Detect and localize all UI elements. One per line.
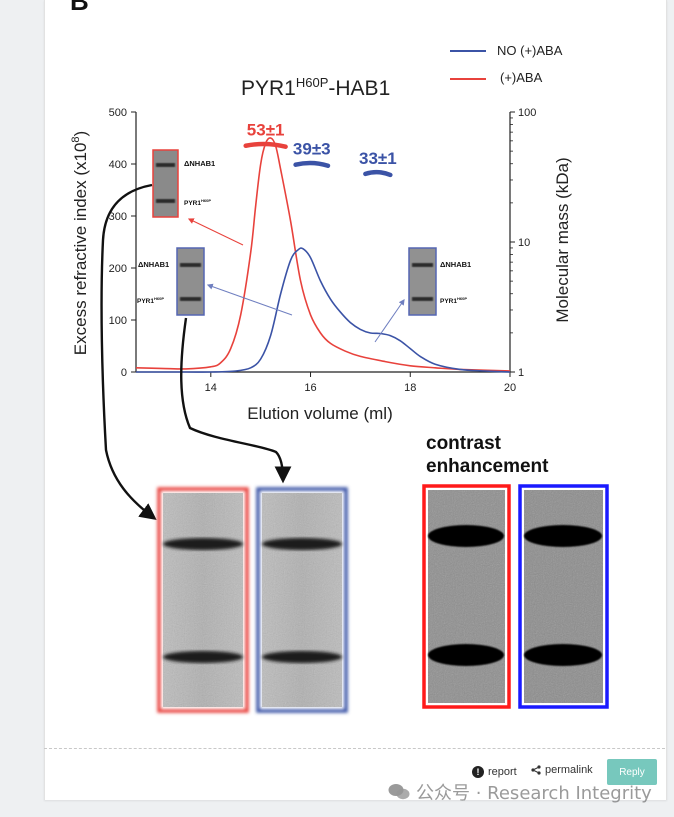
series-line-no-aba: [136, 247, 511, 373]
y-left-tick-label: 0: [121, 367, 127, 379]
callout-arrow-blue: [180, 317, 292, 484]
mass-label-3: 33±1: [359, 149, 397, 168]
inset-red-band-bottom: PYR1H60P: [184, 198, 211, 207]
inset-blue-right-band-bottom: PYR1H60P: [440, 296, 467, 305]
mass-label-1: 53±1: [247, 121, 285, 140]
contrast-label-line2: enhancement: [426, 456, 549, 477]
y-left-tick-label: 400: [109, 159, 127, 171]
series-line-aba: [135, 137, 511, 372]
y-left-tick-label: 300: [109, 211, 127, 223]
x-tick-label: 18: [404, 382, 416, 394]
report-link[interactable]: ! report: [472, 766, 517, 778]
wechat-icon: [388, 784, 410, 800]
mass-annotations: 53±1 39±3 33±1: [243, 121, 397, 178]
permalink-link[interactable]: permalink: [531, 764, 593, 776]
contrast-gel-blue: [518, 484, 609, 709]
y-right-tick-label: 1: [518, 367, 524, 379]
y-left-tick-label: 200: [109, 263, 127, 275]
permalink-label: permalink: [545, 764, 593, 776]
inset-gel-red: [152, 149, 179, 218]
contrast-gel-red: [422, 484, 511, 709]
pointer-arrow-red: [187, 218, 244, 246]
reply-button[interactable]: Reply: [607, 759, 657, 785]
pointer-arrow-blue-left: [206, 283, 293, 316]
watermark: 公众号 · Research Integrity: [388, 779, 652, 805]
comment-footer: ! report permalink Reply: [44, 752, 665, 800]
footer-divider: [44, 748, 665, 749]
panel-letter: B: [70, 0, 89, 16]
report-label: report: [488, 766, 517, 778]
mass-label-2: 39±3: [293, 140, 331, 159]
y-left-tick-label: 100: [109, 315, 127, 327]
mass-mark-3: [363, 169, 393, 178]
y-axis-left-label: Excess refractive index (x108): [70, 131, 90, 355]
inset-red-band-top: ΔNHAB1: [184, 159, 215, 168]
pointer-arrow-blue-right: [374, 299, 405, 343]
watermark-text: 公众号 · Research Integrity: [416, 783, 652, 804]
inset-blue-right-band-top: ΔNHAB1: [440, 260, 471, 269]
y-right-tick-label: 100: [518, 107, 536, 119]
x-tick-label: 20: [504, 382, 516, 394]
x-tick-label: 16: [304, 382, 316, 394]
legend: NO (+)ABA (+)ABA: [450, 43, 563, 85]
callout-arrow-red: [100, 183, 157, 521]
inset-gel-blue-right: [408, 247, 437, 316]
share-icon: [531, 765, 541, 775]
chart-title: PYR1H60P-HAB1: [241, 75, 390, 100]
alert-icon: !: [472, 766, 484, 778]
contrast-label-line1: contrast: [426, 433, 502, 454]
enlarged-gel-red: [157, 487, 249, 713]
inset-blue-left-band-top: ΔNHAB1: [138, 260, 169, 269]
legend-label-no-aba: NO (+)ABA: [497, 43, 563, 58]
x-axis-label: Elution volume (ml): [247, 404, 393, 423]
inset-gel-blue-left: [176, 247, 205, 316]
enlarged-gel-blue: [256, 487, 348, 713]
inset-blue-left-band-bottom: PYR1H60P: [137, 296, 164, 305]
mass-mark-2: [293, 160, 331, 168]
y-right-tick-label: 10: [518, 237, 530, 249]
y-left-tick-label: 500: [109, 107, 127, 119]
x-tick-label: 14: [205, 382, 217, 394]
y-axis-right-label: Molecular mass (kDa): [553, 157, 572, 322]
legend-label-aba: (+)ABA: [500, 70, 543, 85]
mass-mark-1: [243, 141, 288, 149]
